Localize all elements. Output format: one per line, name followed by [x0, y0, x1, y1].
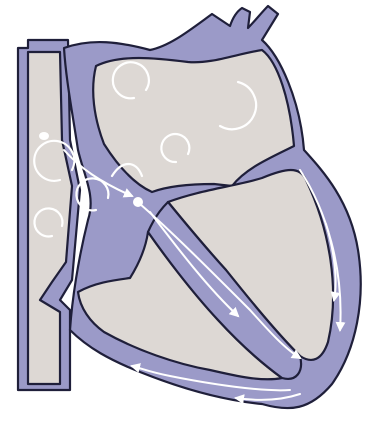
- sinoatrial-node: [39, 132, 49, 140]
